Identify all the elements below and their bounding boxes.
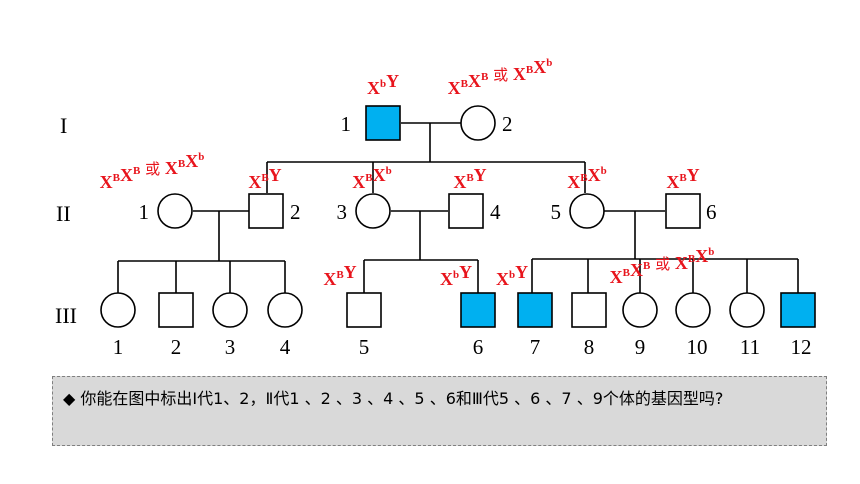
genotype-label-II2: XBY — [248, 165, 281, 192]
genotype-label-III6: XbY — [440, 262, 472, 289]
individual-number-I1: 1 — [341, 112, 352, 136]
individual-number-II2: 2 — [290, 200, 301, 224]
male-symbol-II2 — [248, 193, 284, 229]
individual-number-II4: 4 — [490, 200, 501, 224]
male-symbol-II6 — [665, 193, 701, 229]
individual-number-III8: 8 — [584, 335, 595, 359]
individual-number-III9: 9 — [635, 335, 646, 359]
female-symbol-II1 — [157, 193, 193, 229]
male-symbol-I1 — [365, 105, 401, 141]
individual-number-III7: 7 — [530, 335, 541, 359]
genotype-label-I1: XbY — [367, 71, 399, 98]
male-symbol-III2 — [158, 292, 194, 328]
individual-number-I2: 2 — [502, 112, 513, 136]
genotype-label-II4: XBY — [453, 165, 486, 192]
individual-number-II1: 1 — [139, 200, 150, 224]
genotype-label-II5: XBXb — [567, 165, 606, 192]
individual-number-III11: 11 — [740, 335, 760, 359]
female-symbol-III9 — [622, 292, 658, 328]
pedigree-lines — [117, 122, 799, 293]
individual-number-III12: 12 — [791, 335, 812, 359]
question-text: 你能在图中标出Ⅰ代1、2，Ⅱ代1 、2 、3 、4 、5 、6和Ⅲ代5 、6 、… — [80, 389, 724, 408]
pedigree-symbols — [100, 105, 816, 328]
genotype-label-II3: XBXb — [352, 165, 391, 192]
female-symbol-III3 — [212, 292, 248, 328]
generation-label-II: II — [56, 201, 71, 226]
male-symbol-III12 — [780, 292, 816, 328]
genotype-label-III7: XbY — [496, 262, 528, 289]
male-symbol-III7 — [517, 292, 553, 328]
genotype-label-I2: XBXB 或 XBXb — [448, 57, 553, 98]
female-symbol-III1 — [100, 292, 136, 328]
female-symbol-I2 — [460, 105, 496, 141]
individual-number-III3: 3 — [225, 335, 236, 359]
individual-number-II5: 5 — [551, 200, 562, 224]
female-symbol-II3 — [355, 193, 391, 229]
individual-number-III6: 6 — [473, 335, 484, 359]
generation-label-I: I — [60, 113, 67, 138]
individual-number-II6: 6 — [706, 200, 717, 224]
male-symbol-III5 — [346, 292, 382, 328]
generation-label-III: III — [55, 303, 77, 328]
female-symbol-III11 — [729, 292, 765, 328]
male-symbol-III8 — [571, 292, 607, 328]
genotype-label-III9: XBXB 或 XBXb — [610, 246, 715, 287]
genotype-label-III5: XBY — [323, 262, 356, 289]
male-symbol-III6 — [460, 292, 496, 328]
female-symbol-III4 — [267, 292, 303, 328]
bullet-icon: ◆ — [63, 389, 76, 408]
individual-number-III4: 4 — [280, 335, 291, 359]
individual-number-III2: 2 — [171, 335, 182, 359]
female-symbol-II5 — [569, 193, 605, 229]
individual-number-II3: 3 — [337, 200, 348, 224]
individual-number-III5: 5 — [359, 335, 370, 359]
male-symbol-II4 — [448, 193, 484, 229]
question-box: ◆ 你能在图中标出Ⅰ代1、2，Ⅱ代1 、2 、3 、4 、5 、6和Ⅲ代5 、6… — [52, 376, 827, 446]
genotype-label-II1: XBXB 或 XBXb — [100, 151, 205, 192]
individual-number-III10: 10 — [687, 335, 708, 359]
genotype-label-II6: XBY — [666, 165, 699, 192]
individual-number-III1: 1 — [113, 335, 124, 359]
female-symbol-III10 — [675, 292, 711, 328]
